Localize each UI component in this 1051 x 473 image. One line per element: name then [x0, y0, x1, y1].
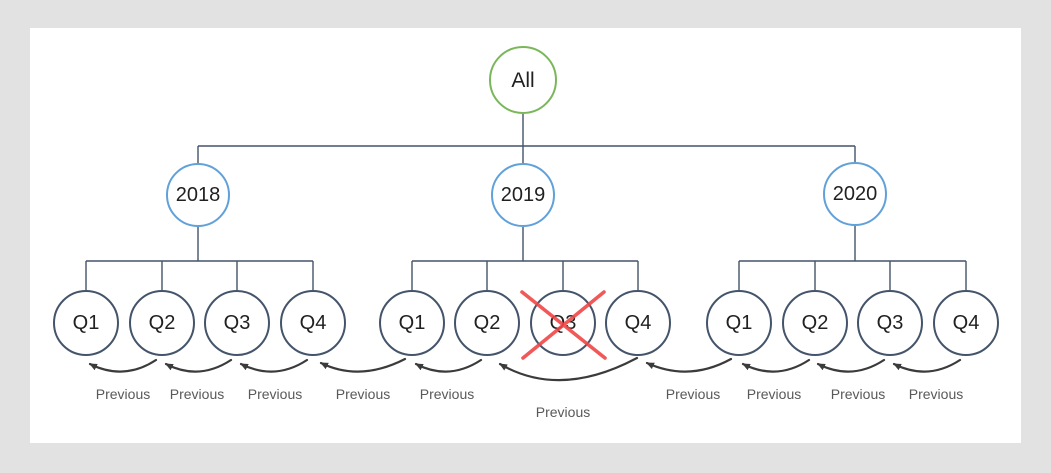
previous-label: Previous	[247, 386, 303, 402]
previous-label: Previous	[169, 386, 225, 402]
node-2019-label: 2019	[500, 184, 546, 206]
node-2020-q4: Q4	[933, 290, 999, 356]
node-2018: 2018	[166, 163, 230, 227]
previous-arrows-group	[88, 356, 962, 382]
node-all-label: All	[511, 68, 535, 92]
node-2020-q1: Q1	[706, 290, 772, 356]
previous-label: Previous	[830, 386, 886, 402]
previous-arrow-2018q2-2018q1	[88, 358, 158, 373]
previous-arrow-2018q3-2018q2	[164, 358, 233, 373]
node-2019: 2019	[491, 163, 555, 227]
previous-label: Previous	[419, 386, 475, 402]
diagram-slide: All 2018 2019 2020 Q1 Q2 Q3 Q4 Q1 Q2 Q3 …	[30, 28, 1021, 443]
previous-arrow-2019q4-2019q2	[498, 356, 639, 382]
previous-label: Previous	[665, 386, 721, 402]
node-2018-q1: Q1	[53, 290, 119, 356]
node-2020-q2: Q2	[782, 290, 848, 356]
previous-arrow-2019q1-2018q4	[319, 357, 407, 373]
node-2020-q2-label: Q2	[801, 312, 829, 334]
node-2019-q3-label: Q3	[549, 312, 577, 334]
node-2018-q2-label: Q2	[148, 312, 176, 334]
node-2019-q1-label: Q1	[398, 312, 426, 334]
node-2018-q4-label: Q4	[299, 312, 327, 334]
previous-label: Previous	[335, 386, 391, 402]
previous-arrow-2019q2-2019q1	[414, 358, 483, 373]
previous-arrow-2020q3-2020q2	[816, 358, 886, 373]
node-2019-q2-label: Q2	[473, 312, 501, 334]
node-2018-q3: Q3	[204, 290, 270, 356]
previous-arrow-2020q2-2020q1	[741, 358, 811, 373]
node-2020-q4-label: Q4	[952, 312, 980, 334]
node-2020: 2020	[823, 162, 887, 226]
node-2019-q4-label: Q4	[624, 312, 652, 334]
node-2019-q3: Q3	[530, 290, 596, 356]
node-2018-q4: Q4	[280, 290, 346, 356]
node-2019-q1: Q1	[379, 290, 445, 356]
previous-arrow-2020q1-2019q4	[645, 357, 733, 373]
node-2019-q4: Q4	[605, 290, 671, 356]
node-2020-q1-label: Q1	[725, 312, 753, 334]
node-2018-label: 2018	[175, 184, 221, 206]
node-2018-q3-label: Q3	[223, 312, 251, 334]
node-2020-q3-label: Q3	[876, 312, 904, 334]
node-2018-q2: Q2	[129, 290, 195, 356]
previous-arrow-2018q4-2018q3	[239, 358, 309, 373]
previous-label: Previous	[908, 386, 964, 402]
node-2018-q1-label: Q1	[72, 312, 100, 334]
previous-arrow-2020q4-2020q3	[892, 358, 962, 373]
node-2019-q2: Q2	[454, 290, 520, 356]
node-2020-label: 2020	[832, 183, 878, 205]
node-2020-q3: Q3	[857, 290, 923, 356]
previous-label: Previous	[95, 386, 151, 402]
previous-label: Previous	[746, 386, 802, 402]
node-all: All	[489, 46, 557, 114]
previous-label: Previous	[535, 404, 591, 420]
